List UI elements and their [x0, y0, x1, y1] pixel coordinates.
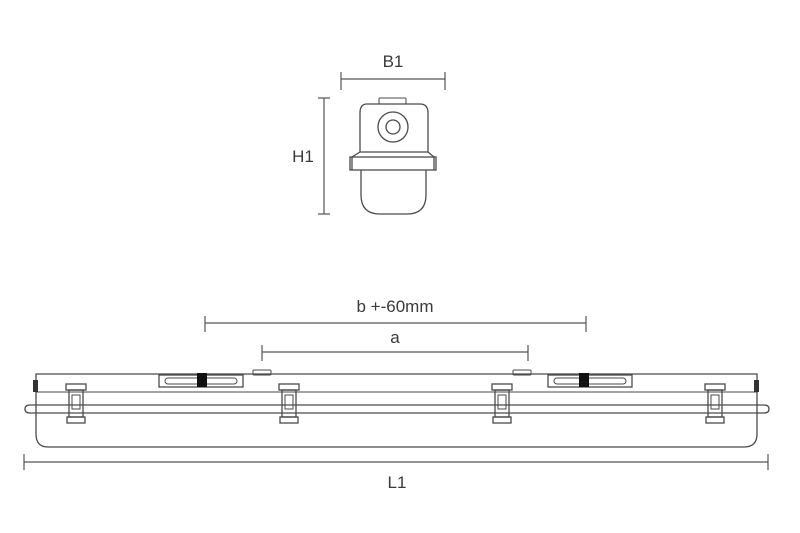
width-dimension: B1: [340, 52, 446, 90]
side-view: b +-60mm a: [23, 297, 770, 492]
length-label: L1: [388, 473, 407, 492]
cable-entry-icon: [377, 111, 409, 143]
mount-span-dimension: b +-60mm: [204, 297, 587, 332]
end-profile: [349, 97, 437, 215]
clip-3: [491, 383, 513, 424]
height-label: H1: [292, 147, 314, 166]
inner-span-dimension: a: [261, 328, 529, 361]
clip-2: [278, 383, 300, 424]
height-dimension: H1: [292, 97, 330, 215]
housing: [24, 369, 770, 448]
length-dimension: L1: [23, 454, 769, 492]
clip-4: [704, 383, 726, 424]
clip-1: [65, 383, 87, 424]
mounting-bracket-left: [158, 373, 244, 388]
end-view: B1 H1: [292, 52, 446, 215]
mounting-bracket-right: [547, 373, 633, 388]
width-label: B1: [383, 52, 404, 71]
mount-span-label: b +-60mm: [357, 297, 434, 316]
inner-span-label: a: [390, 328, 400, 347]
